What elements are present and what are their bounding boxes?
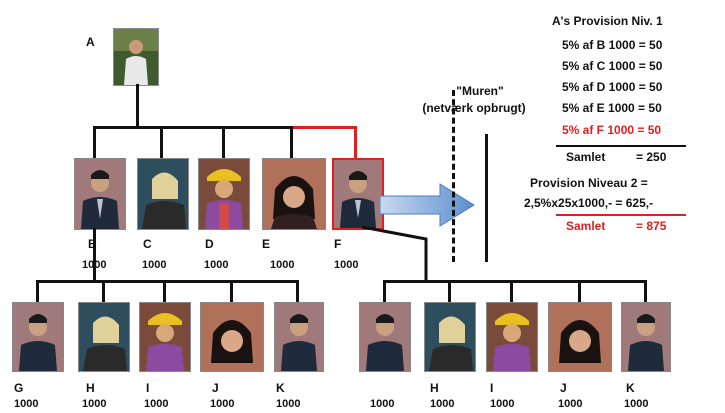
person-amount-d: 1000: [204, 259, 229, 271]
connector-to-j1: [230, 280, 233, 302]
connector-a-down: [136, 84, 139, 128]
photo-person-e: [262, 158, 326, 230]
provision-niveau2-title: Provision Niveau 2 =: [530, 176, 648, 190]
photo-person-d: [198, 158, 250, 230]
photo-person-i1: [139, 302, 191, 372]
wall-solid-line: [485, 134, 488, 262]
person-label-i2: I: [490, 381, 494, 395]
person-amount-k2: 1000: [624, 398, 649, 410]
person-amount-i2: 1000: [490, 398, 515, 410]
right-arrow-icon: [380, 183, 475, 227]
connector-to-g: [36, 280, 39, 302]
connector-to-i1: [163, 280, 166, 302]
photo-person-c: [137, 158, 189, 230]
provision-row-d: 5% af D 1000 = 50: [562, 80, 663, 94]
wall-title: "Muren": [456, 84, 504, 98]
person-label-k2: K: [626, 381, 635, 395]
connector-to-c: [160, 126, 163, 159]
wall-subtitle: (netværk opbrugt): [422, 101, 526, 115]
connector-to-k1: [296, 280, 299, 302]
provision-header: A's Provision Niv. 1: [552, 14, 663, 28]
photo-person-f: [332, 158, 384, 230]
provision-row-b: 5% af B 1000 = 50: [562, 38, 663, 52]
person-label-b: B: [88, 238, 97, 250]
provision-divider-2: [556, 214, 686, 216]
connector-level1-bar-red: [292, 126, 356, 129]
person-label-j2: J: [560, 381, 567, 395]
person-amount-i1: 1000: [144, 398, 169, 410]
person-amount-j2: 1000: [558, 398, 583, 410]
person-amount-r1: 1000: [370, 398, 395, 410]
connector-level2-left-bar: [36, 280, 299, 283]
photo-person-a: [113, 28, 159, 86]
photo-person-j2: [548, 302, 612, 372]
connector-level1-bar: [93, 126, 293, 129]
photo-person-g: [12, 302, 64, 372]
person-amount-g: 1000: [14, 398, 39, 410]
person-label-h2: H: [430, 381, 439, 395]
connector-to-b: [93, 126, 96, 159]
photo-person-j1: [200, 302, 264, 372]
person-label-j1: J: [212, 381, 219, 395]
person-amount-f: 1000: [334, 259, 359, 271]
person-amount-c: 1000: [142, 259, 167, 271]
samlet-2-label: Samlet: [566, 219, 606, 233]
person-amount-j1: 1000: [210, 398, 235, 410]
person-amount-h2: 1000: [430, 398, 455, 410]
samlet-2-value: = 875: [636, 219, 667, 233]
provision-row-e: 5% af E 1000 = 50: [562, 101, 662, 115]
person-label-a: A: [86, 35, 95, 49]
person-label-k1: K: [276, 381, 285, 395]
connector-to-h2: [448, 280, 451, 302]
photo-person-r1: [359, 302, 411, 372]
samlet-1-label: Samlet: [566, 150, 606, 164]
photo-person-h2: [424, 302, 476, 372]
connector-to-r1: [383, 280, 386, 302]
photo-person-i2: [486, 302, 538, 372]
connector-to-f: [354, 126, 357, 159]
connector-to-d: [222, 126, 225, 159]
connector-b-down: [93, 228, 96, 282]
person-label-i1: I: [146, 381, 150, 395]
photo-person-h1: [78, 302, 130, 372]
person-amount-k1: 1000: [276, 398, 301, 410]
photo-person-k2: [621, 302, 671, 372]
connector-to-j2: [578, 280, 581, 302]
person-amount-h1: 1000: [82, 398, 107, 410]
wall-dashed-line: [452, 90, 455, 262]
person-label-f: F: [334, 237, 342, 251]
person-label-e: E: [262, 237, 271, 251]
provision-row-f: 5% af F 1000 = 50: [562, 123, 662, 137]
connector-to-i2: [510, 280, 513, 302]
person-label-g: G: [14, 381, 24, 395]
connector-to-h1: [102, 280, 105, 302]
connector-f-down: [361, 225, 428, 282]
provision-niveau2-calc: 2,5%x25x1000,- = 625,-: [524, 196, 654, 210]
person-label-d: D: [205, 237, 214, 251]
provision-row-c: 5% af C 1000 = 50: [562, 59, 663, 73]
photo-person-k1: [274, 302, 324, 372]
connector-to-e: [290, 126, 293, 159]
person-amount-e: 1000: [270, 259, 295, 271]
samlet-1-value: = 250: [636, 150, 667, 164]
connector-to-k2: [644, 280, 647, 302]
connector-level2-right-bar: [383, 280, 647, 283]
person-label-h1: H: [86, 381, 95, 395]
provision-divider-1: [556, 145, 686, 147]
photo-person-b: [74, 158, 126, 230]
person-label-c: C: [143, 237, 152, 251]
